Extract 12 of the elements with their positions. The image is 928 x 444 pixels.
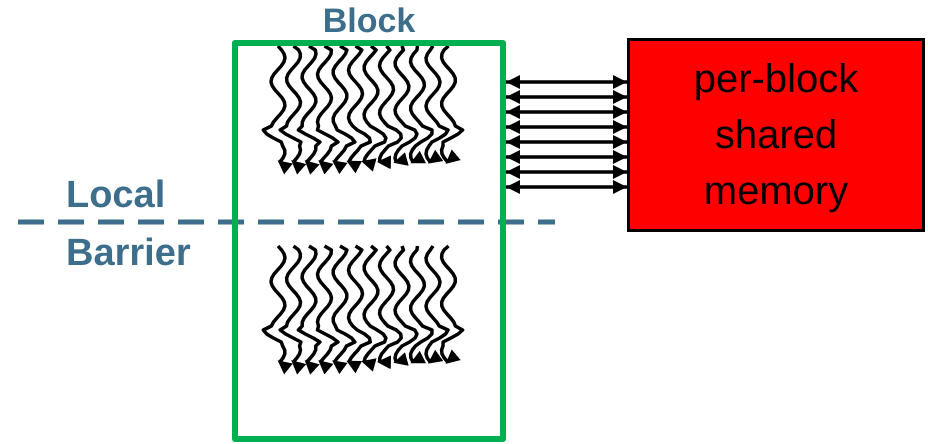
double-arrow <box>506 135 627 149</box>
double-arrow <box>506 150 627 164</box>
double-arrow <box>506 180 627 194</box>
double-arrow <box>506 165 627 179</box>
double-arrow <box>506 105 627 119</box>
memory-box <box>627 38 925 232</box>
barrier-label: Local Barrier <box>66 173 191 276</box>
double-arrow <box>506 75 627 89</box>
block-title: Block <box>322 2 416 40</box>
double-arrow <box>506 90 627 104</box>
double-arrow <box>506 120 627 134</box>
memory-label: per-block shared memory <box>692 56 860 215</box>
